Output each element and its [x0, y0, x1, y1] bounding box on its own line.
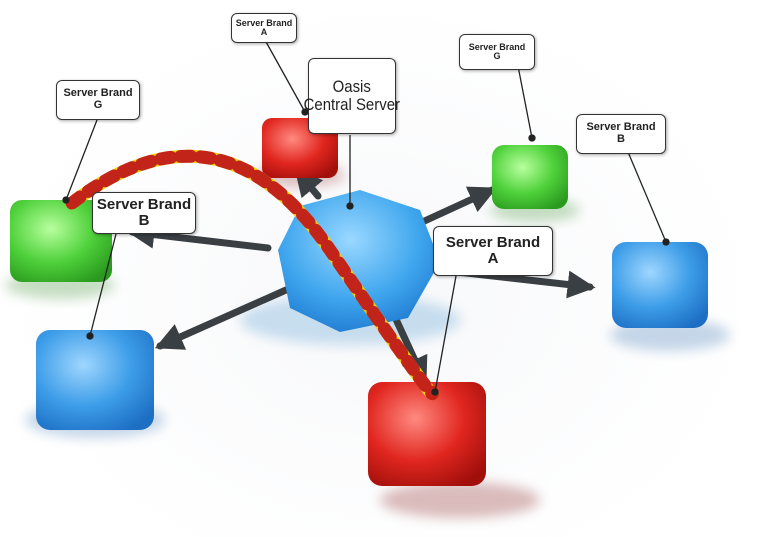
callout-label-line1: Server Brand	[63, 87, 133, 100]
callout-label-line2: B	[138, 212, 150, 229]
callout-server-brand-a-center: Server Brand A	[433, 226, 553, 276]
callout-server-brand-g-right: Server Brand G	[459, 34, 535, 70]
callout-server-brand-b-right: Server Brand B	[576, 114, 666, 154]
callout-leaders	[62, 39, 670, 396]
callout-label-line2: B	[617, 133, 625, 145]
callout-label-line2: A	[487, 250, 499, 267]
callout-server-brand-b-left: Server Brand B	[92, 192, 196, 234]
server-node-blue-b-right	[612, 242, 708, 328]
callout-label-line1: Server Brand	[586, 121, 656, 134]
server-node-green-g-right	[492, 145, 568, 209]
callout-label-line2: A	[260, 27, 268, 37]
callout-label-line1: Server Brand	[235, 17, 293, 28]
callout-label-line1: Server Brand	[96, 196, 192, 214]
callout-central-server: Oasis Central Server	[304, 58, 400, 134]
callout-server-brand-g-left: Server Brand G	[56, 80, 140, 120]
central-label-line1: Oasis	[332, 77, 372, 97]
striped-route-path	[65, 149, 440, 401]
callout-server-brand-a-top: Server Brand A	[231, 13, 297, 43]
callout-label-line1: Server Brand	[445, 234, 541, 252]
server-node-red-a-bottom	[368, 382, 486, 486]
callout-label-line1: Server Brand	[468, 41, 526, 52]
server-node-blue-b-left	[36, 330, 154, 430]
callout-label-line2: G	[493, 51, 501, 61]
central-label-line2: Central Server	[303, 95, 401, 114]
server-node-green-g-left	[10, 200, 112, 282]
callout-label-line2: G	[93, 99, 103, 111]
